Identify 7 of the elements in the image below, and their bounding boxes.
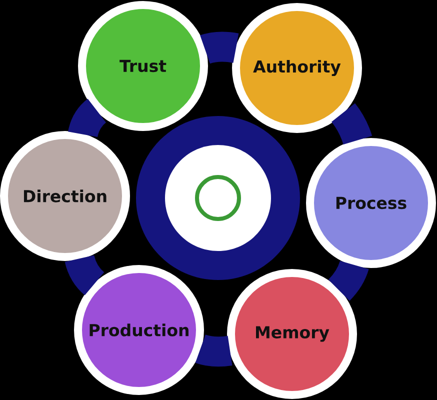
ring-segment: [331, 103, 372, 145]
ring-segment: [64, 254, 104, 295]
ring-segment: [328, 260, 369, 301]
ring-segment: [196, 334, 232, 367]
hub-circle: [136, 116, 300, 280]
ring-segment: [68, 99, 106, 138]
ring-segment: [200, 32, 238, 64]
